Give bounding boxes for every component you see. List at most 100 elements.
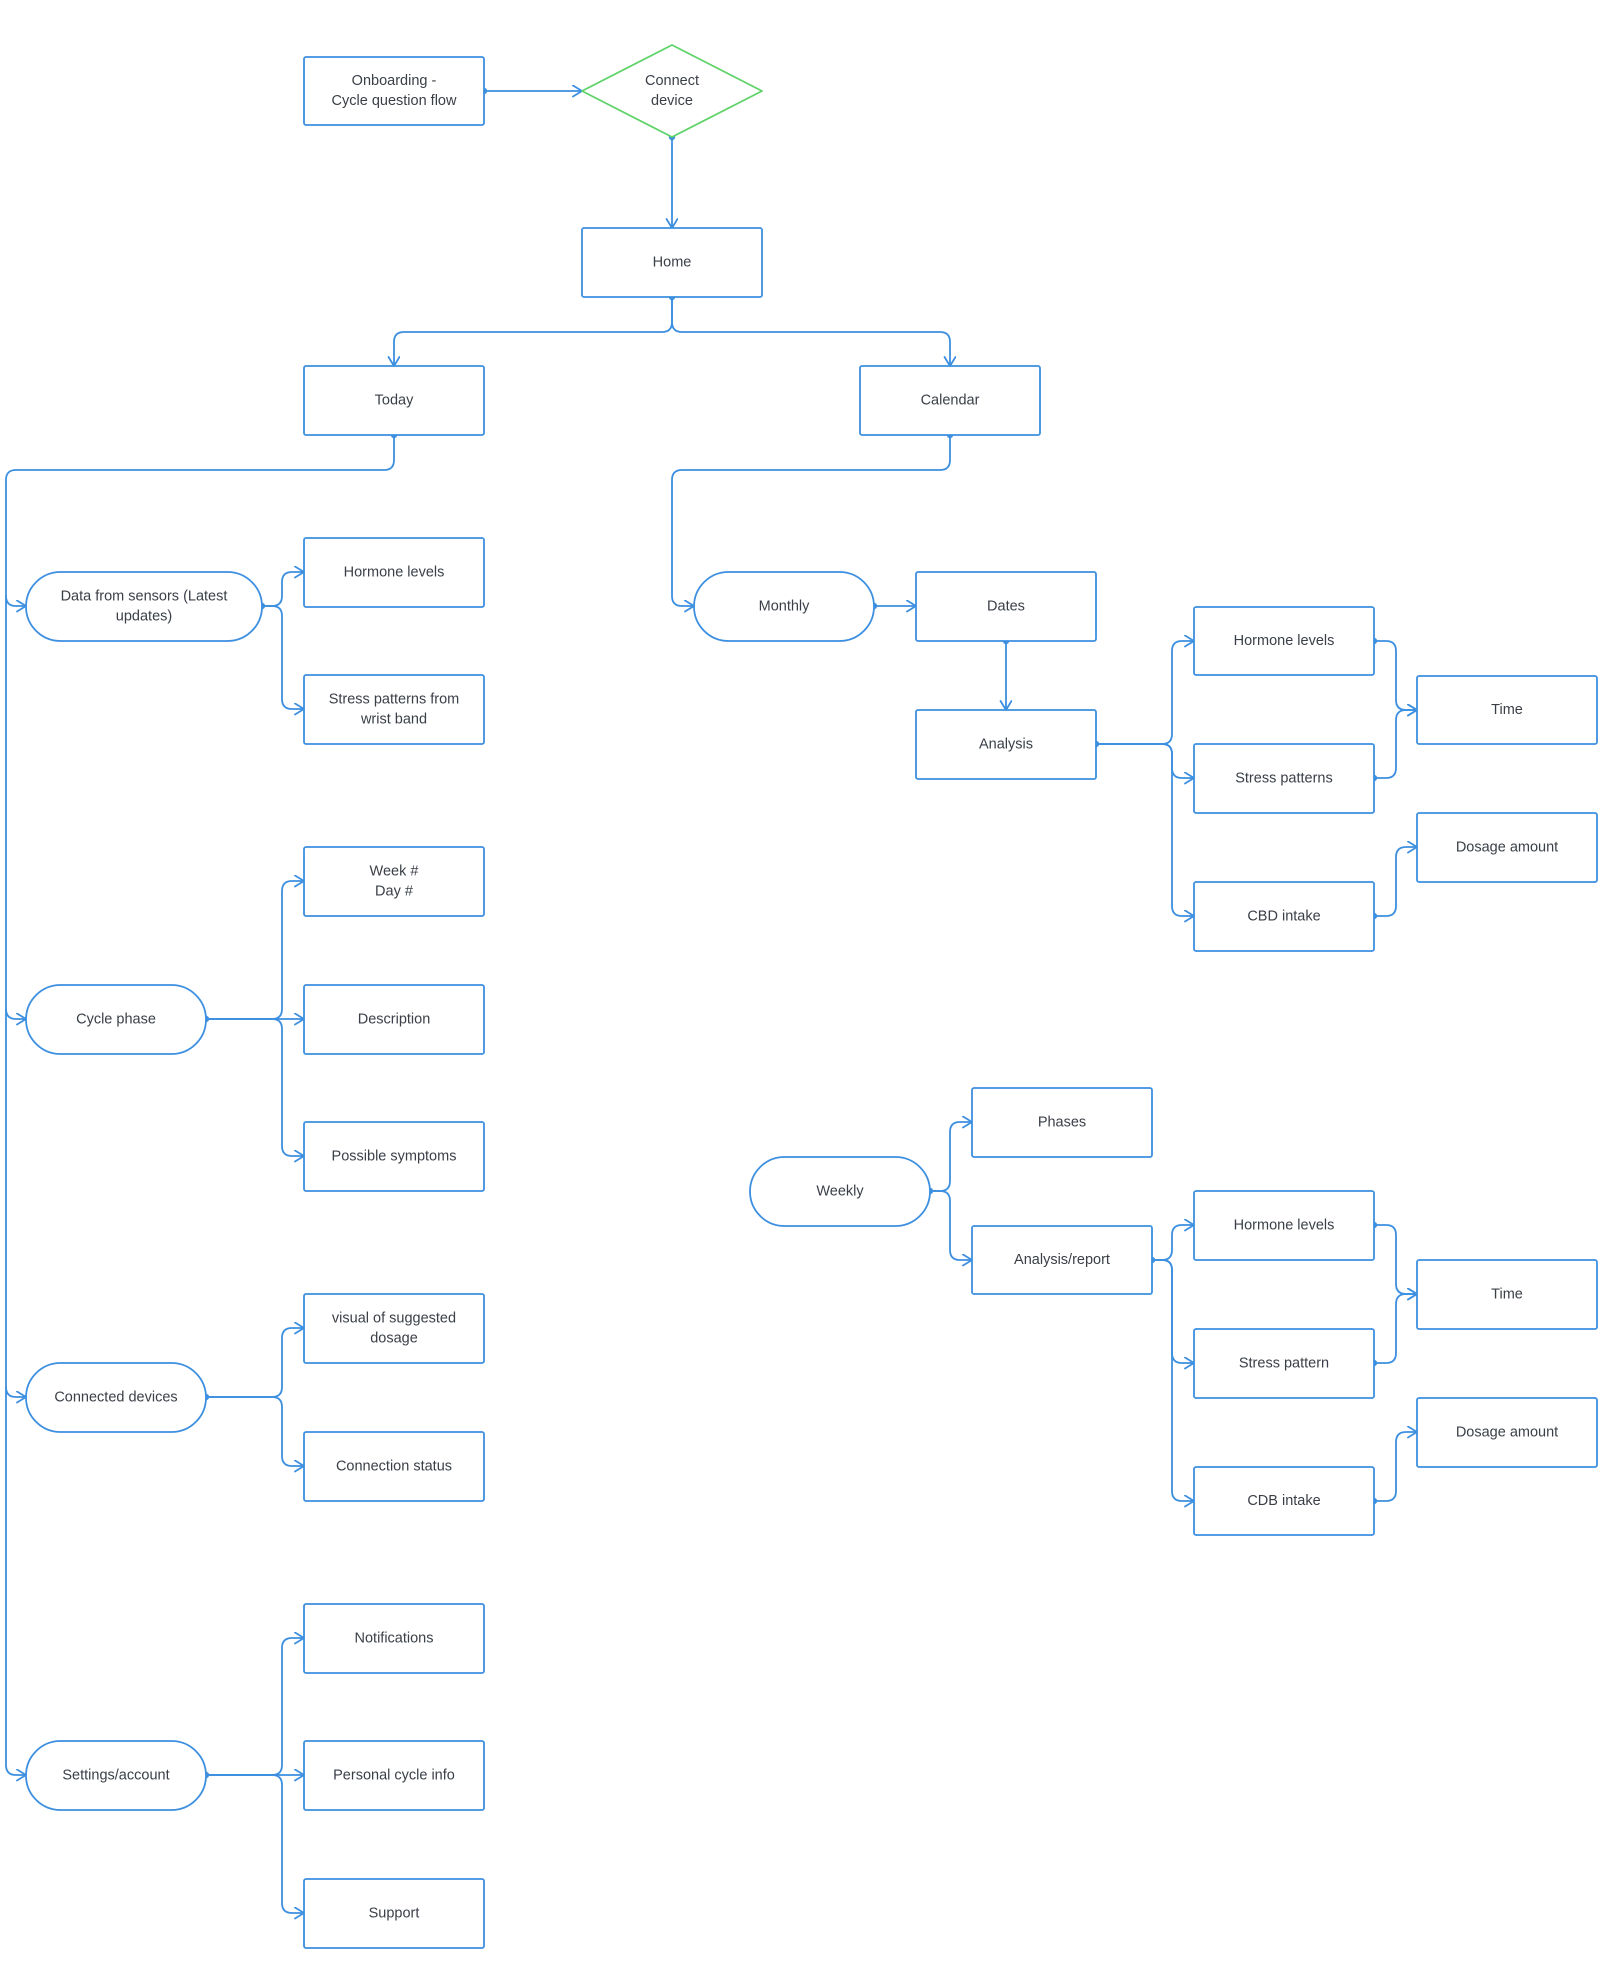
- node-label: Calendar: [921, 393, 980, 409]
- node-label: Analysis: [979, 737, 1033, 753]
- process-box: [1193, 606, 1375, 676]
- node-label: Stress patterns: [1235, 771, 1333, 787]
- node-label: Cycle phase: [76, 1012, 156, 1028]
- connector-arrow-13: [205, 1328, 305, 1398]
- node-onboarding: Onboarding - Cycle question flow: [303, 56, 485, 126]
- process-box: [1416, 1259, 1598, 1330]
- node-devices: Connected devices: [25, 1362, 207, 1433]
- node-hormone2: Hormone levels: [1193, 606, 1375, 676]
- nodes: Onboarding -Cycle question flowConnectde…: [25, 44, 1598, 1949]
- process-box: [1416, 675, 1598, 745]
- terminal-pill: [749, 1156, 931, 1227]
- process-box: [1193, 1328, 1375, 1399]
- node-calendar: Calendar: [859, 365, 1041, 436]
- node-label: Dates: [987, 599, 1025, 615]
- connector-arrow-34: [1373, 1432, 1418, 1502]
- connector-arrow-2: [394, 296, 673, 367]
- node-label: Dosage amount: [1456, 840, 1558, 856]
- process-box: [303, 1293, 485, 1364]
- connector-arrow-15: [205, 1638, 305, 1776]
- node-analysis: Analysis: [915, 709, 1097, 780]
- node-label: visual of suggested: [332, 1311, 456, 1327]
- node-label: wrist band: [360, 712, 427, 728]
- node-label: updates): [116, 609, 172, 625]
- node-label: Time: [1491, 1287, 1523, 1303]
- node-dosage1: Dosage amount: [1416, 812, 1598, 883]
- connector-arrow-22: [1095, 743, 1195, 778]
- connector-arrow-8: [261, 572, 305, 607]
- process-box: [303, 1121, 485, 1192]
- process-box: [1416, 1397, 1598, 1468]
- connector-arrow-25: [1373, 710, 1418, 779]
- process-box: [1193, 1466, 1375, 1536]
- node-cycle: Cycle phase: [25, 984, 207, 1055]
- node-time1: Time: [1416, 675, 1598, 745]
- process-box: [303, 1740, 485, 1811]
- connector-arrow-26: [1373, 847, 1418, 917]
- node-hormone3: Hormone levels: [1193, 1190, 1375, 1261]
- node-label: Description: [358, 1012, 431, 1028]
- decision-diamond: [581, 44, 763, 138]
- process-box: [915, 571, 1097, 642]
- process-box: [859, 365, 1041, 436]
- process-box: [1416, 812, 1598, 883]
- node-report: Analysis/report: [971, 1225, 1153, 1295]
- connector-arrow-24: [1373, 640, 1418, 710]
- connector-arrow-21: [1095, 641, 1195, 745]
- node-desc: Description: [303, 984, 485, 1055]
- node-connstatus: Connection status: [303, 1431, 485, 1502]
- node-weekly: Weekly: [749, 1156, 931, 1227]
- node-time2: Time: [1416, 1259, 1598, 1330]
- node-label: Monthly: [759, 599, 811, 615]
- connectors: [5, 91, 1418, 1913]
- process-box: [971, 1087, 1153, 1158]
- node-label: Phases: [1038, 1115, 1086, 1131]
- connector-arrow-5: [5, 595, 27, 1019]
- terminal-pill: [25, 571, 263, 642]
- terminal-pill: [25, 1362, 207, 1433]
- node-stress3: Stress pattern: [1193, 1328, 1375, 1399]
- node-label: Week #: [370, 864, 419, 880]
- terminal-pill: [25, 1740, 207, 1811]
- process-box: [915, 709, 1097, 780]
- process-box: [303, 1431, 485, 1502]
- node-label: Time: [1491, 702, 1523, 718]
- node-hormone1: Hormone levels: [303, 537, 485, 608]
- node-stress2: Stress patterns: [1193, 743, 1375, 814]
- terminal-pill: [693, 571, 875, 642]
- node-label: Hormone levels: [1234, 633, 1335, 649]
- node-label: Onboarding -: [352, 73, 437, 89]
- process-box: [581, 227, 763, 298]
- node-personal: Personal cycle info: [303, 1740, 485, 1811]
- node-settings: Settings/account: [25, 1740, 207, 1811]
- connector-arrow-6: [5, 1008, 27, 1397]
- connector-arrow-30: [1151, 1259, 1195, 1363]
- node-label: Data from sensors (Latest: [61, 589, 228, 605]
- process-box: [1193, 881, 1375, 952]
- process-box: [303, 1603, 485, 1674]
- process-box: [1193, 743, 1375, 814]
- node-monthly: Monthly: [693, 571, 875, 642]
- node-label: Dosage amount: [1456, 1425, 1558, 1441]
- node-label: Cycle question flow: [332, 93, 457, 109]
- node-support: Support: [303, 1878, 485, 1949]
- node-label: dosage: [370, 1331, 418, 1347]
- node-label: Day #: [375, 884, 413, 900]
- node-cbd: CBD intake: [1193, 881, 1375, 952]
- process-box: [971, 1225, 1153, 1295]
- node-today: Today: [303, 365, 485, 436]
- process-box: [303, 537, 485, 608]
- node-label: Personal cycle info: [333, 1768, 455, 1784]
- connector-arrow-9: [261, 605, 305, 709]
- connector-arrow-33: [1373, 1294, 1418, 1364]
- connector-arrow-10: [205, 881, 305, 1020]
- node-label: Possible symptoms: [332, 1149, 457, 1165]
- node-phases: Phases: [971, 1087, 1153, 1158]
- node-dosage2: Dosage amount: [1416, 1397, 1598, 1468]
- node-label: Today: [375, 393, 414, 409]
- node-label: device: [651, 93, 693, 109]
- node-label: Hormone levels: [344, 565, 445, 581]
- connector-arrow-18: [671, 434, 951, 606]
